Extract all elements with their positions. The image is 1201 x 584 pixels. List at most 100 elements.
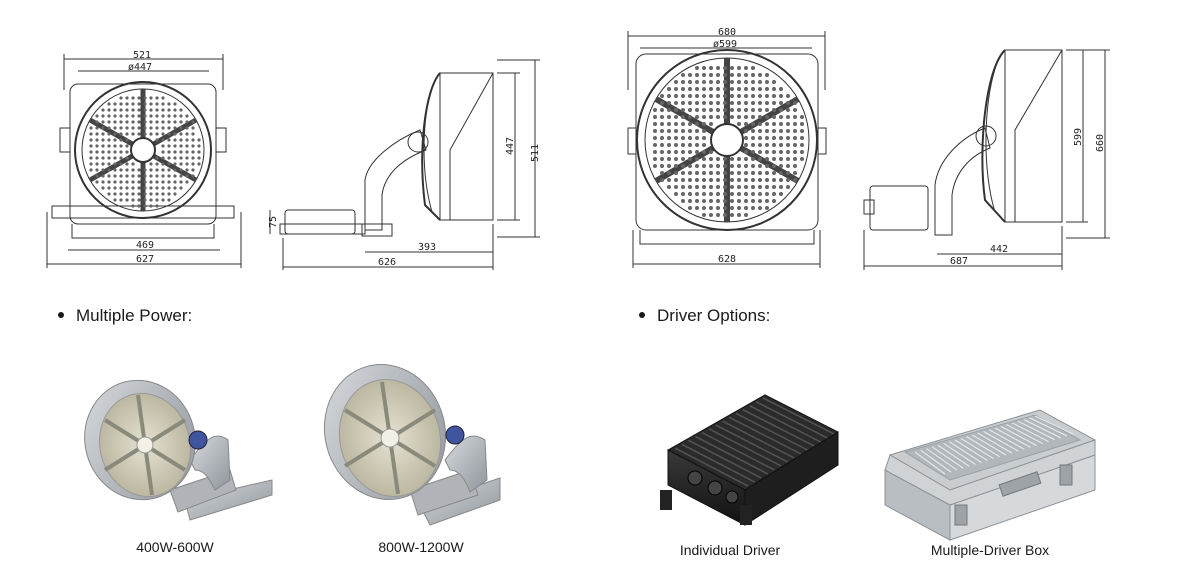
led-dot [702,108,706,112]
led-dot [161,162,165,166]
led-dot [737,171,741,175]
led-dot [695,136,699,140]
led-dot [744,157,748,161]
led-dot [155,198,159,202]
led-dot [95,150,99,154]
box-fin [994,427,1031,448]
led-dot [149,198,153,202]
led-dot [702,164,706,168]
led-dot [131,114,135,118]
led-dot [173,186,177,190]
dim-height-total-small: 511 [530,144,541,162]
led-dot [744,185,748,189]
led-dot [751,178,755,182]
led-dot [89,168,93,172]
led-dot [119,192,123,196]
led-dot [197,156,201,160]
led-dot [723,87,727,91]
led-dot [667,150,671,154]
led-dot [667,164,671,168]
led-dot [660,94,664,98]
led-dot [107,150,111,154]
led-dot [772,178,776,182]
led-dot [695,122,699,126]
led-dot [113,150,117,154]
led-dot [730,87,734,91]
led-dot [779,108,783,112]
led-dot [765,108,769,112]
led-dot [730,185,734,189]
led-dot [688,87,692,91]
led-dot [179,186,183,190]
led-dot [688,108,692,112]
box-fin [1006,424,1043,445]
led-dot [161,150,165,154]
led-dot [772,157,776,161]
led-dot [765,150,769,154]
dim-height-front-small: 447 [505,137,516,155]
led-dot [185,126,189,130]
led-dot [751,185,755,189]
led-dot [772,80,776,84]
led-dot [772,87,776,91]
led-dot [179,174,183,178]
led-dot [681,164,685,168]
led-dot [131,192,135,196]
led-dot [737,73,741,77]
led-dot [723,192,727,196]
led-dot [702,213,706,217]
led-dot [667,143,671,147]
led-dot [173,138,177,142]
led-dot [688,171,692,175]
led-dot [786,108,790,112]
led-dot [688,122,692,126]
led-dot [716,178,720,182]
led-dot [730,178,734,182]
led-dot [167,132,171,136]
led-dot [125,114,129,118]
led-dot [779,129,783,133]
led-dot [107,162,111,166]
led-dot [786,164,790,168]
led-dot [137,192,141,196]
led-dot [653,115,657,119]
led-dot [744,129,748,133]
led-dot [702,178,706,182]
led-dot [185,162,189,166]
led-dot [772,199,776,203]
led-dot [125,162,129,166]
led-dot [143,96,147,100]
led-dot [653,122,657,126]
led-dot [800,143,804,147]
led-dot [723,206,727,210]
led-dot [89,138,93,142]
led-dot [765,206,769,210]
led-dot [113,192,117,196]
led-dot [125,186,129,190]
led-dot [101,174,105,178]
led-dot [681,192,685,196]
led-dot [688,94,692,98]
led-dot [681,73,685,77]
led-dot [695,129,699,133]
led-dot [113,120,117,124]
dim-total-width-small: 627 [136,254,154,265]
led-dot [179,138,183,142]
led-dot [674,101,678,105]
led-dot [758,115,762,119]
led-dot [779,122,783,126]
led-dot [155,120,159,124]
led-dot [688,157,692,161]
led-dot [800,129,804,133]
led-dot [101,120,105,124]
led-dot [688,192,692,196]
led-dot [161,174,165,178]
led-dot [730,157,734,161]
led-dot [758,87,762,91]
led-dot [709,157,713,161]
led-dot [723,164,727,168]
led-dot [173,162,177,166]
led-dot [667,87,671,91]
led-dot [113,108,117,112]
led-dot [143,126,147,130]
